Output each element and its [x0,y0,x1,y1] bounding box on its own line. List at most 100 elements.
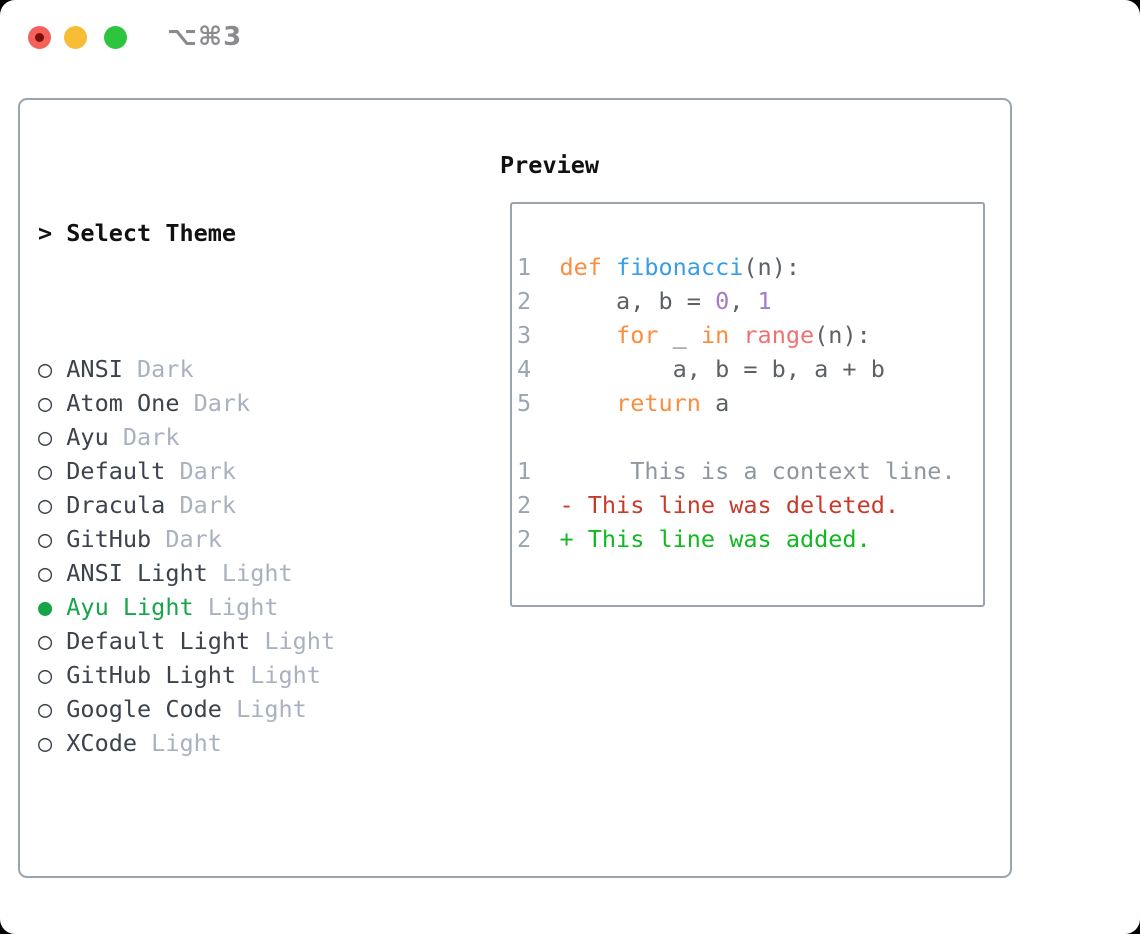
preview-title: Preview [500,151,600,179]
code-segment: _ [658,321,701,349]
radio-icon: ○ [38,457,53,485]
code-line [517,420,983,454]
theme-variant: Dark [179,491,237,519]
code-line: 4 a, b = b, a + b [517,352,983,386]
theme-name: ANSI [66,355,123,383]
code-segment: 2 [517,525,560,553]
code-segment: 1 [517,457,560,485]
theme-option-google-code[interactable]: ○ Google Code Light [38,692,488,726]
selected-radio-icon: ● [38,593,53,621]
radio-icon: ○ [38,729,53,757]
code-segment: (n): [814,321,871,349]
code-segment: a, b = [559,287,716,315]
theme-option-ansi-light[interactable]: ○ ANSI Light Light [38,556,488,590]
code-segment: a [700,389,730,417]
code-line: 1 def fibonacci(n): [517,250,983,284]
apply-to-section: Apply To ●User Settings○Workspace Settin… [38,896,488,934]
code-segment: def [559,253,602,281]
code-segment: 1 [517,253,560,281]
code-line: 2 a, b = 0, 1 [517,284,983,318]
code-line: 1 This is a context line. [517,454,983,488]
theme-variant: Light [250,661,321,689]
code-segment: This is a context line. [559,457,956,485]
radio-icon: ○ [38,695,53,723]
theme-variant: Light [236,695,307,723]
theme-name: GitHub Light [66,661,237,689]
theme-name: Default Light [66,627,251,655]
minimize-button[interactable] [64,26,87,49]
theme-option-ayu[interactable]: ○ Ayu Dark [38,420,488,454]
theme-name: GitHub [66,525,152,553]
theme-variant: Dark [179,457,237,485]
code-segment [559,321,616,349]
radio-icon: ○ [38,355,53,383]
radio-icon: ○ [38,389,53,417]
code-segment: 2 [517,287,560,315]
radio-icon: ○ [38,559,53,587]
code-segment: 5 [517,389,560,417]
code-segment: - This line was deleted. [559,491,900,519]
code-segment: 0 [715,287,730,315]
theme-variant: Light [264,627,336,655]
theme-name: Default [66,457,166,485]
theme-name: ANSI Light [66,559,208,587]
code-segment: 4 [517,355,560,383]
theme-variant: Dark [193,389,251,417]
theme-name: Google Code [66,695,222,723]
code-line: 2 - This line was deleted. [517,488,983,522]
theme-option-atom-one[interactable]: ○ Atom One Dark [38,386,488,420]
theme-variant: Light [221,559,293,587]
code-segment: a, b = b, a + b [559,355,885,383]
code-segment: for [616,321,659,349]
theme-variant: Light [151,729,222,757]
theme-option-default[interactable]: ○ Default Dark [38,454,488,488]
theme-option-default-light[interactable]: ○ Default Light Light [38,624,488,658]
maximize-button[interactable] [104,26,127,49]
code-line: 3 for _ in range(n): [517,318,983,352]
code-segment: range [743,321,815,349]
prompt-caret-icon: > [38,219,53,247]
theme-variant: Dark [165,525,222,553]
code-segment [602,253,616,281]
theme-option-xcode[interactable]: ○ XCode Light [38,726,488,760]
code-segment: 2 [517,491,560,519]
theme-variant: Dark [122,423,180,451]
radio-icon: ○ [38,627,53,655]
window-title: ⌥⌘3 [167,22,243,52]
code-line: 2 + This line was added. [517,522,983,556]
theme-option-dracula[interactable]: ○ Dracula Dark [38,488,488,522]
code-segment: in [700,321,730,349]
code-segment: (n): [743,253,800,281]
code-segment: 3 [517,321,560,349]
close-button[interactable] [28,26,51,49]
code-segment: fibonacci [616,253,744,281]
radio-icon: ○ [38,491,53,519]
code-segment: + This line was added. [559,525,871,553]
code-segment [559,389,616,417]
unsaved-changes-dot-icon [35,33,44,42]
theme-name: XCode [66,729,138,757]
theme-name: Ayu Light [66,593,194,621]
code-segment: return [616,389,701,417]
theme-option-github[interactable]: ○ GitHub Dark [38,522,488,556]
code-segment: 1 [757,287,772,315]
theme-name: Atom One [66,389,180,417]
theme-name: Dracula [66,491,166,519]
code-line: 5 return a [517,386,983,420]
code-segment: , [729,287,758,315]
theme-option-github-light[interactable]: ○ GitHub Light Light [38,658,488,692]
theme-name: Ayu [66,423,109,451]
radio-icon: ○ [38,525,53,553]
select-theme-header: >Select Theme [38,216,488,250]
code-segment [729,321,743,349]
radio-icon: ○ [38,423,53,451]
radio-icon: ○ [38,661,53,689]
